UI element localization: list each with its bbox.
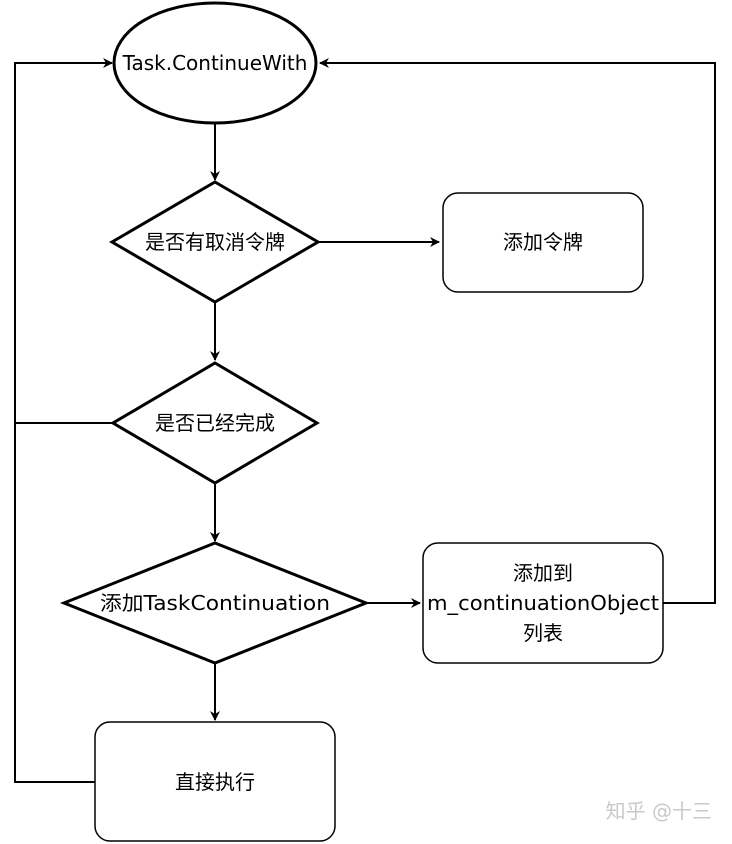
start-ellipse — [112, 1, 318, 125]
check-token-label: 是否有取消令牌 — [145, 230, 285, 254]
add-token-box — [442, 192, 644, 293]
add-continuation-label: 添加TaskContinuation — [100, 591, 330, 615]
add-to-list-label-line3: 列表 — [523, 621, 563, 645]
add-token-node: 添加令牌 — [442, 192, 644, 293]
edge-execute-loop-back — [14, 423, 95, 783]
watermark: 知乎 @十三 — [606, 799, 712, 823]
execute-box — [94, 721, 336, 842]
add-to-list-label-line2: m_continuationObject — [427, 591, 659, 615]
start-label: Task.ContinueWith — [122, 51, 308, 75]
check-token-node: 是否有取消令牌 — [109, 180, 321, 304]
check-done-label: 是否已经完成 — [155, 411, 275, 435]
execute-label: 直接执行 — [175, 770, 255, 794]
add-token-label: 添加令牌 — [503, 230, 583, 254]
execute-node: 直接执行 — [94, 721, 336, 842]
add-to-list-node: 添加到 m_continuationObject 列表 — [422, 542, 664, 664]
check-done-diamond — [110, 361, 320, 485]
edge-check-done-loop-back — [14, 58, 115, 424]
add-continuation-node: 添加TaskContinuation — [59, 541, 371, 665]
edges — [14, 58, 716, 783]
start-node: Task.ContinueWith — [112, 1, 318, 125]
edge-add-to-list-loop-back — [319, 58, 716, 604]
check-done-node: 是否已经完成 — [110, 361, 320, 485]
add-continuation-diamond — [59, 541, 371, 665]
add-to-list-box — [422, 542, 664, 664]
check-token-diamond — [109, 180, 321, 304]
add-to-list-label-line1: 添加到 — [513, 561, 573, 585]
